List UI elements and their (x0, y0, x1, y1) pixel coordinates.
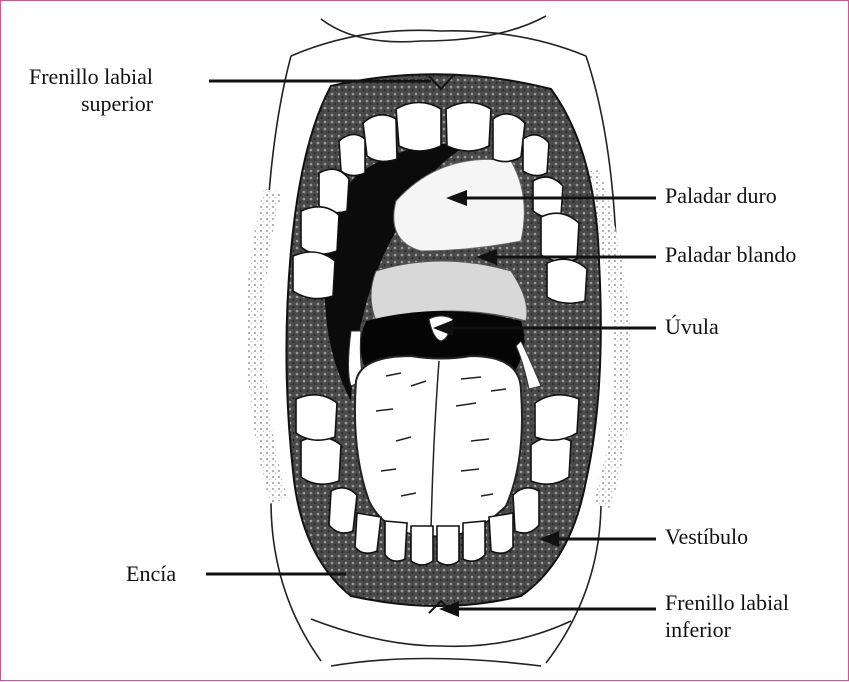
label-vestibulo: Vestíbulo (665, 523, 748, 550)
label-frenillo-inferior-line1: Frenillo labial (665, 589, 789, 616)
label-frenillo-superior-line1: Frenillo labial (29, 63, 153, 90)
label-frenillo-superior-line2: superior (29, 90, 153, 117)
tongue (355, 356, 522, 537)
cheek-left (255, 191, 279, 501)
label-uvula: Úvula (665, 313, 719, 340)
label-frenillo-superior: Frenillo labial superior (29, 63, 153, 117)
label-frenillo-inferior: Frenillo labial inferior (665, 589, 789, 643)
label-paladar-blando: Paladar blando (665, 241, 796, 268)
label-frenillo-inferior-line2: inferior (665, 616, 789, 643)
label-encia: Encía (126, 560, 176, 587)
label-paladar-duro: Paladar duro (665, 182, 777, 209)
